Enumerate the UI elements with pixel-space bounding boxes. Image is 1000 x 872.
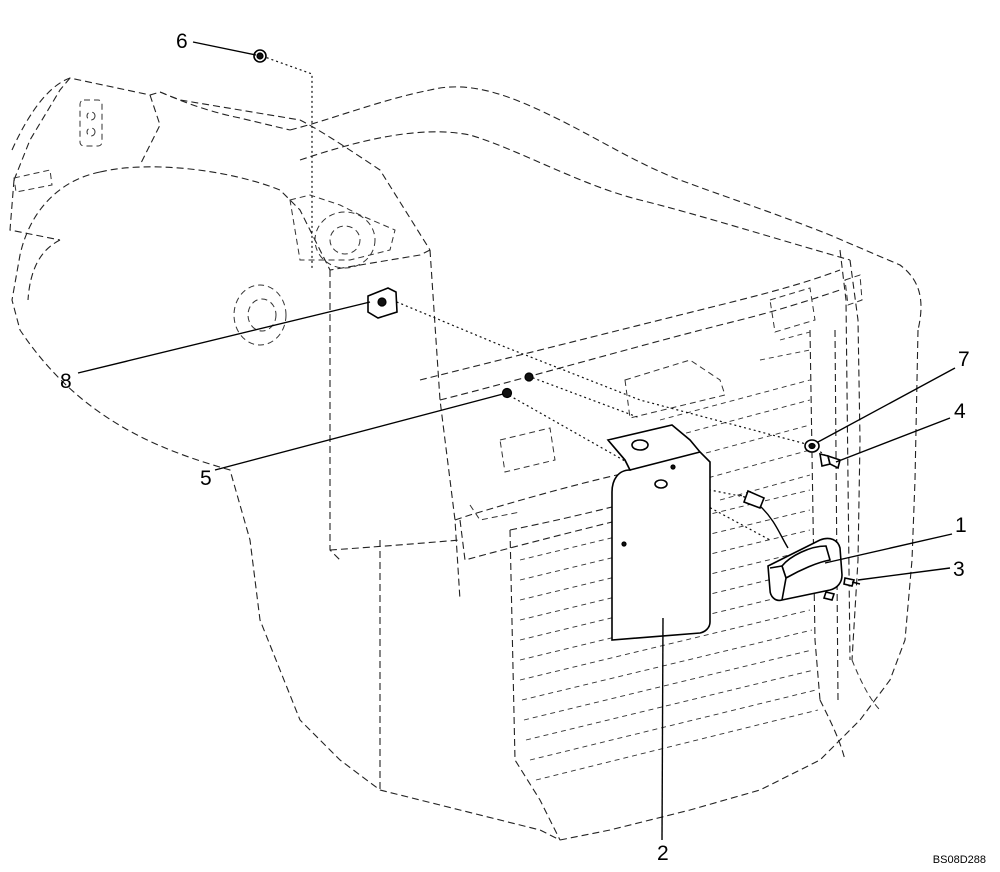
leader-lines [77,41,956,841]
machine-body-outline [9,77,922,841]
callout-7: 7 [958,348,970,371]
grille-slats [519,331,819,781]
part-5-nut [501,372,534,399]
part-4-bolt [819,452,841,470]
callout-5: 5 [200,467,212,490]
callout-3: 3 [953,558,965,581]
callout-4: 4 [954,400,966,423]
part-1-lamp [742,489,843,602]
callout-6: 6 [176,30,188,53]
part-8-bracket [367,287,398,319]
drawing-code: BS08D288 [932,854,986,866]
part-6-nut [253,49,267,63]
part-2-mounting-plate [606,424,711,641]
callout-8: 8 [60,370,72,393]
callout-2: 2 [657,842,669,865]
machine-body-details [13,99,863,521]
part-7-washer [804,439,820,453]
part-3-screw [822,577,861,601]
callout-labels: 6 8 5 2 1 3 4 7 [60,30,970,865]
callout-1: 1 [955,514,967,537]
